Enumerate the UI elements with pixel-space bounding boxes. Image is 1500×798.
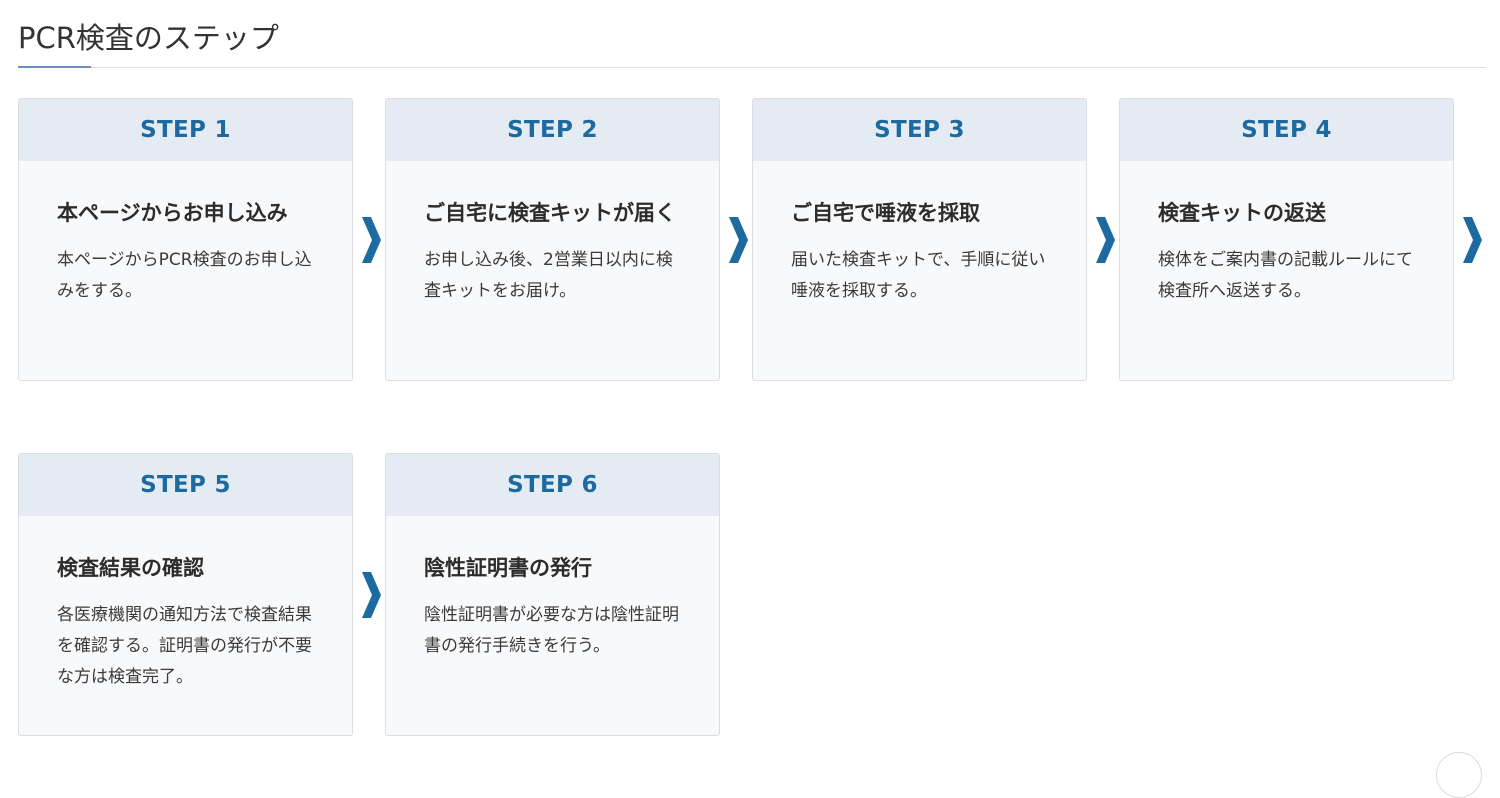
chevron-right-icon [362, 217, 381, 263]
step-heading: 検査結果の確認 [57, 556, 204, 580]
step-card-5: STEP 5 検査結果の確認 各医療機関の通知方法で検査結果を確認する。証明書の… [18, 453, 353, 736]
step-description: 届いた検査キットで、手順に従い唾液を採取する。 [791, 250, 1046, 301]
step-description: 検体をご案内書の記載ルールにて検査所へ返送する。 [1158, 250, 1413, 301]
step-heading: ご自宅に検査キットが届く [424, 201, 676, 225]
step-description: お申し込み後、2営業日以内に検査キットをお届け。 [424, 250, 673, 301]
step-label: STEP 2 [386, 99, 719, 161]
step-heading: 本ページからお申し込み [57, 201, 288, 225]
title-divider [18, 67, 1486, 68]
step-card-1: STEP 1 本ページからお申し込み 本ページからPCR検査のお申し込みをする。 [18, 98, 353, 381]
chevron-right-icon [1096, 217, 1115, 263]
step-description: 陰性証明書が必要な方は陰性証明書の発行手続きを行う。 [424, 605, 679, 656]
step-label: STEP 6 [386, 454, 719, 516]
step-card-2: STEP 2 ご自宅に検査キットが届く お申し込み後、2営業日以内に検査キットを… [385, 98, 720, 381]
step-heading: 検査キットの返送 [1158, 201, 1326, 225]
step-description: 各医療機関の通知方法で検査結果を確認する。証明書の発行が不要な方は検査完了。 [57, 605, 312, 687]
chevron-right-icon [1463, 217, 1482, 263]
chevron-right-icon [362, 572, 381, 618]
chevron-right-icon [729, 217, 748, 263]
step-card-3: STEP 3 ご自宅で唾液を採取 届いた検査キットで、手順に従い唾液を採取する。 [752, 98, 1087, 381]
page-top-button[interactable] [1436, 752, 1482, 798]
section-title: PCR検査のステップ [18, 21, 279, 55]
step-label: STEP 5 [19, 454, 352, 516]
step-heading: ご自宅で唾液を採取 [791, 201, 980, 225]
step-description: 本ページからPCR検査のお申し込みをする。 [57, 250, 312, 301]
step-card-4: STEP 4 検査キットの返送 検体をご案内書の記載ルールにて検査所へ返送する。 [1119, 98, 1454, 381]
step-label: STEP 4 [1120, 99, 1453, 161]
step-label: STEP 1 [19, 99, 352, 161]
step-heading: 陰性証明書の発行 [424, 556, 592, 580]
step-label: STEP 3 [753, 99, 1086, 161]
step-card-6: STEP 6 陰性証明書の発行 陰性証明書が必要な方は陰性証明書の発行手続きを行… [385, 453, 720, 736]
title-accent-line [18, 66, 91, 68]
